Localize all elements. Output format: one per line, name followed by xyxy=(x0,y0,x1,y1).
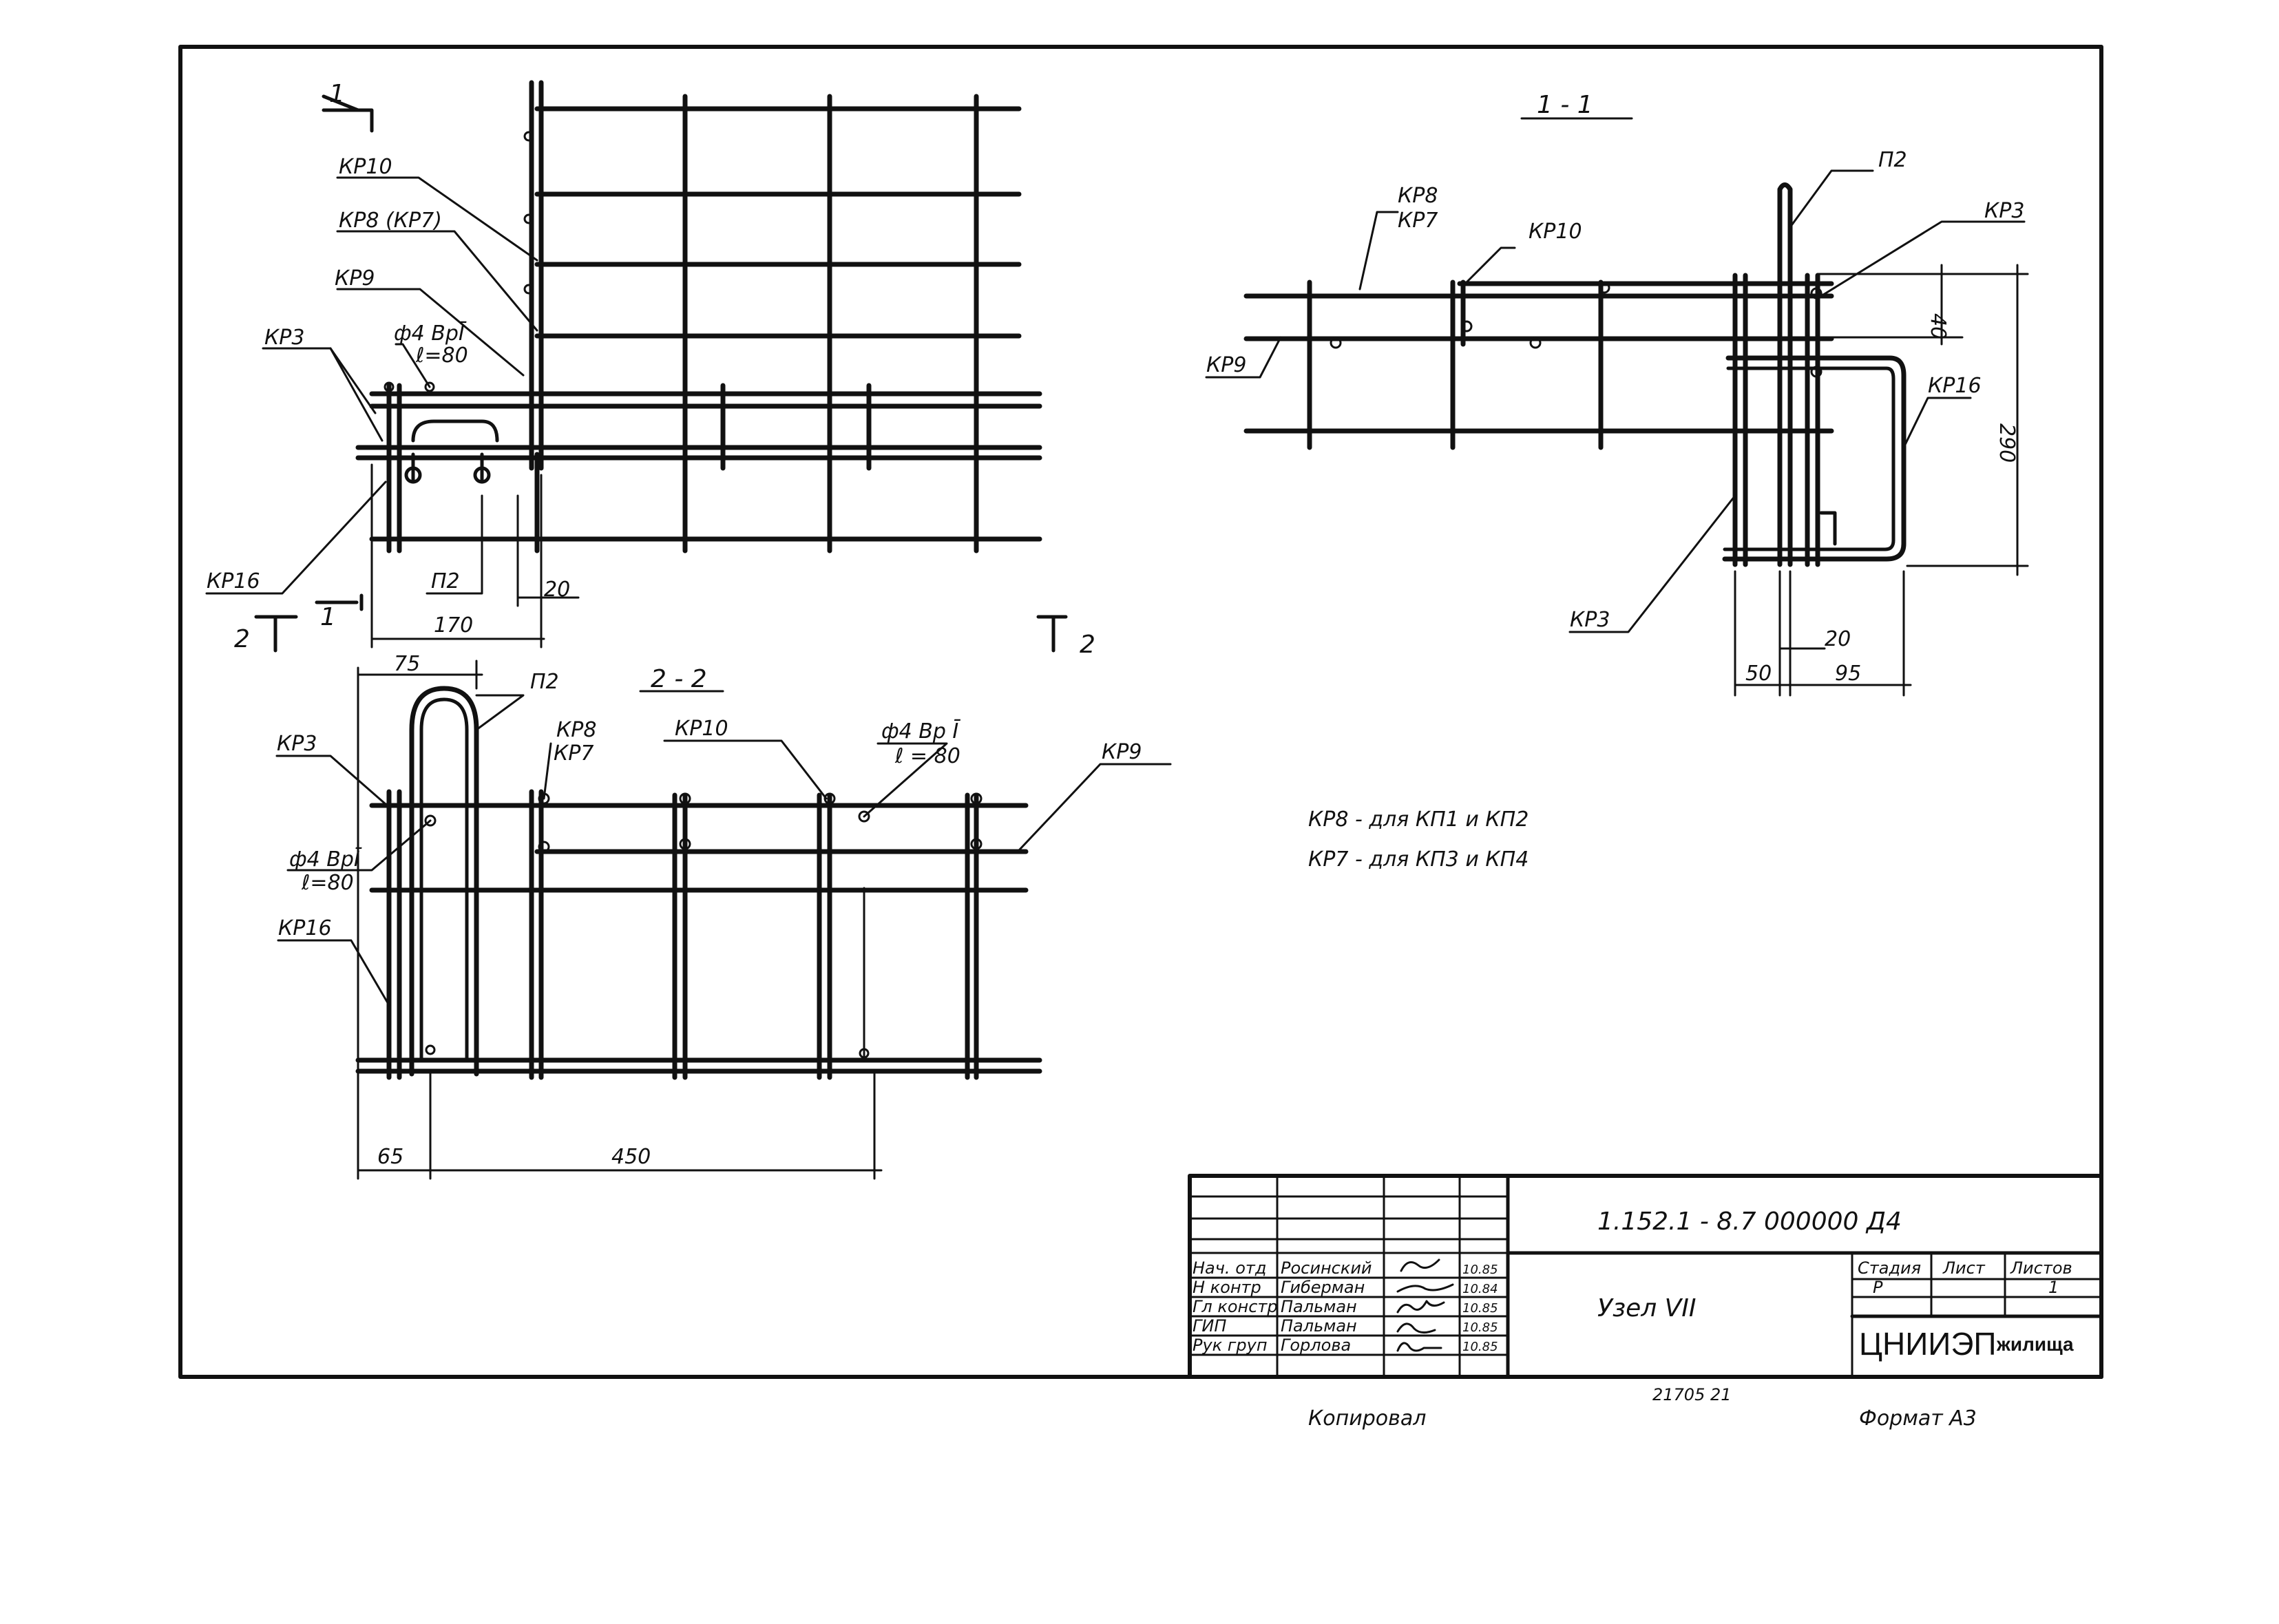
date-row-1: 10.85 xyxy=(1462,1263,1498,1277)
label-sec-2-2: 2 - 2 xyxy=(651,665,707,693)
label-rod-len-plan: ℓ=80 xyxy=(415,344,468,368)
sheets-header: Листов xyxy=(2010,1258,2072,1278)
role-row-4: ГИП xyxy=(1193,1316,1226,1336)
dim-65: 65 xyxy=(377,1145,403,1169)
label-kp3-sec11-bottom: КР3 xyxy=(1570,608,1610,632)
name-row-2: Гиберман xyxy=(1281,1278,1365,1297)
cut-mark-1-top: 1 xyxy=(329,80,345,108)
date-row-4: 10.85 xyxy=(1462,1320,1498,1335)
label-kp9-plan: КР9 xyxy=(335,266,375,291)
name-row-5: Горлова xyxy=(1281,1336,1351,1355)
dim-50: 50 xyxy=(1745,662,1772,686)
cut-mark-2-right: 2 xyxy=(1080,631,1095,659)
name-row-3: Пальман xyxy=(1281,1297,1357,1316)
cut-mark-1-bottom: 1 xyxy=(320,603,336,631)
sheet-header: Лист xyxy=(1942,1258,1986,1278)
label-p2-plan: П2 xyxy=(431,569,460,593)
plan-view xyxy=(205,80,1068,653)
date-row-2: 10.84 xyxy=(1462,1282,1498,1296)
label-rod-dia-plan: ф4 ВрĪ xyxy=(394,321,467,346)
label-rod-dia-sec22-left: ф4 ВрĪ xyxy=(289,847,362,872)
label-kp10-sec11: КР10 xyxy=(1529,220,1582,244)
dim-170: 170 xyxy=(434,613,473,637)
label-kp10: КР10 xyxy=(339,155,392,179)
section-1-1-view xyxy=(1205,117,2029,697)
role-row-2: Н контр xyxy=(1193,1278,1261,1297)
note-kp7: КР7 - для КП3 и КП4 xyxy=(1308,847,1529,872)
dim-40: 40 xyxy=(1926,313,1950,339)
drawing-title: Узел VII xyxy=(1597,1294,1697,1322)
dim-20-sec11: 20 xyxy=(1825,627,1851,651)
dim-75: 75 xyxy=(394,652,420,676)
org-logo: ЦНИИЭП xyxy=(1859,1326,1997,1362)
label-kp16-plan: КР16 xyxy=(207,569,260,593)
dim-95: 95 xyxy=(1835,662,1861,686)
date-row-3: 10.85 xyxy=(1462,1301,1498,1316)
cut-mark-2-left: 2 xyxy=(234,625,250,653)
dim-290: 290 xyxy=(1995,423,2019,463)
label-rod-len-sec22-right: ℓ = 80 xyxy=(894,744,960,768)
label-kp3-plan: КР3 xyxy=(264,326,304,350)
section-2-2-view xyxy=(275,660,1172,1180)
label-kp7-sec22: КР7 xyxy=(554,741,594,766)
label-p2-sec11: П2 xyxy=(1878,148,1907,172)
label-kp3-sec11-top: КР3 xyxy=(1984,199,2024,223)
document-code: 1.152.1 - 8.7 000000 Д4 xyxy=(1597,1208,1902,1236)
label-kp8-kp7: КР8 (КР7) xyxy=(339,209,442,233)
stage-header: Стадия xyxy=(1858,1258,1921,1278)
label-kp8-sec11: КР8 xyxy=(1398,184,1438,208)
label-kp9-sec22: КР9 xyxy=(1102,740,1142,764)
note-kp8: КР8 - для КП1 и КП2 xyxy=(1308,808,1529,832)
role-row-1: Нач. отд xyxy=(1193,1258,1266,1278)
sheets-value: 1 xyxy=(2048,1278,2059,1297)
label-p2-sec22: П2 xyxy=(530,670,559,694)
dim-450: 450 xyxy=(611,1145,651,1169)
name-row-4: Пальман xyxy=(1281,1316,1357,1336)
name-row-1: Росинский xyxy=(1281,1258,1372,1278)
role-row-5: Рук груп xyxy=(1193,1336,1268,1355)
label-kp16-sec22: КР16 xyxy=(278,916,332,940)
role-row-3: Гл констр xyxy=(1193,1297,1278,1316)
footer-format: Формат А3 xyxy=(1859,1406,1977,1431)
org-suffix: жилища xyxy=(1996,1333,2074,1355)
label-kp3-sec22: КР3 xyxy=(277,732,317,756)
stage-value: Р xyxy=(1873,1278,1883,1297)
title-block xyxy=(1188,1174,2103,1379)
label-rod-dia-sec22-right: ф4 Вр Ī xyxy=(881,719,960,744)
label-kp8-sec22: КР8 xyxy=(556,718,596,742)
sheet-frame xyxy=(178,45,2103,1379)
date-row-5: 10.85 xyxy=(1462,1340,1498,1354)
label-kp9-sec11: КР9 xyxy=(1206,353,1246,377)
label-kp10-sec22: КР10 xyxy=(675,717,728,741)
label-kp16-sec11: КР16 xyxy=(1928,374,1982,398)
label-kp7-sec11: КР7 xyxy=(1398,209,1438,233)
label-rod-len-sec22-left: ℓ=80 xyxy=(301,871,354,895)
dim-20-plan: 20 xyxy=(544,578,570,602)
footer-number: 21705 21 xyxy=(1652,1385,1732,1404)
label-sec-1-1: 1 - 1 xyxy=(1537,91,1593,119)
footer-copied: Копировал xyxy=(1308,1406,1426,1431)
